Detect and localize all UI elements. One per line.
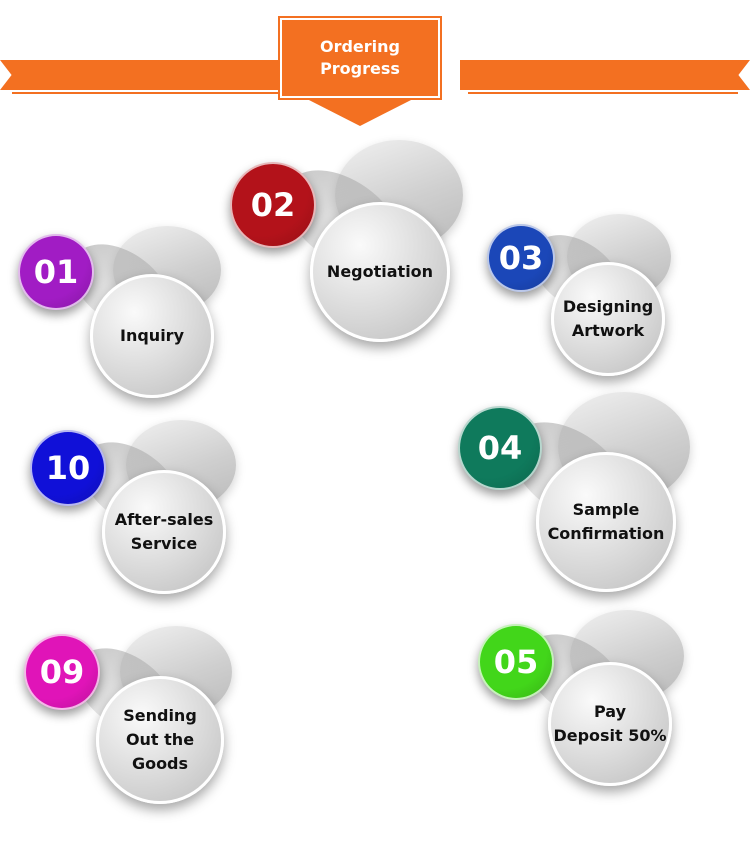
step-09: Sending Out the Goods 09 xyxy=(24,626,284,846)
step-number: 03 xyxy=(498,239,544,277)
step-label: Negotiation xyxy=(326,262,434,281)
step-label: Pay Deposit 50% xyxy=(553,702,667,745)
header-title-line2: Progress xyxy=(320,59,400,78)
step-number-circle: 09 xyxy=(24,634,100,710)
step-number-circle: 10 xyxy=(30,430,106,506)
step-number-circle: 02 xyxy=(230,162,316,248)
step-label: After-sales Service xyxy=(114,510,214,553)
step-number: 09 xyxy=(39,653,85,691)
badge-point xyxy=(305,98,415,126)
step-10: After-sales Service 10 xyxy=(30,420,290,640)
step-01: Inquiry 01 xyxy=(18,222,278,442)
step-label: Inquiry xyxy=(120,326,184,345)
step-label: Sending Out the Goods xyxy=(123,706,197,773)
step-label-circle: Negotiation xyxy=(310,202,450,342)
step-label: Designing Artwork xyxy=(562,297,654,340)
header-badge: Ordering Progress xyxy=(278,16,442,100)
step-number: 04 xyxy=(477,429,523,467)
ordering-progress-diagram: Ordering Progress Inquiry 01 Negotiation… xyxy=(0,16,750,804)
step-03: Designing Artwork 03 xyxy=(487,214,747,434)
ribbon-line-right xyxy=(468,92,738,94)
ribbon-line-left xyxy=(12,92,282,94)
step-label: Sample Confirmation xyxy=(547,500,665,543)
step-number-circle: 05 xyxy=(478,624,554,700)
step-number-circle: 04 xyxy=(458,406,542,490)
ribbon-right xyxy=(460,60,750,90)
step-05: Pay Deposit 50% 05 xyxy=(478,610,738,830)
step-label-circle: Designing Artwork xyxy=(551,262,665,376)
step-label-circle: After-sales Service xyxy=(102,470,226,594)
step-number: 05 xyxy=(493,643,539,681)
step-label-circle: Pay Deposit 50% xyxy=(548,662,672,786)
step-label-circle: Sample Confirmation xyxy=(536,452,676,592)
step-number: 02 xyxy=(250,186,296,224)
step-number: 01 xyxy=(33,253,79,291)
step-label-circle: Sending Out the Goods xyxy=(96,676,224,804)
step-02: Negotiation 02 xyxy=(230,140,490,360)
step-number-circle: 03 xyxy=(487,224,555,292)
step-number: 10 xyxy=(45,449,91,487)
step-number-circle: 01 xyxy=(18,234,94,310)
step-04: Sample Confirmation 04 xyxy=(458,392,718,612)
step-label-circle: Inquiry xyxy=(90,274,214,398)
ribbon-left xyxy=(0,60,290,90)
header-title-line1: Ordering xyxy=(319,37,400,56)
